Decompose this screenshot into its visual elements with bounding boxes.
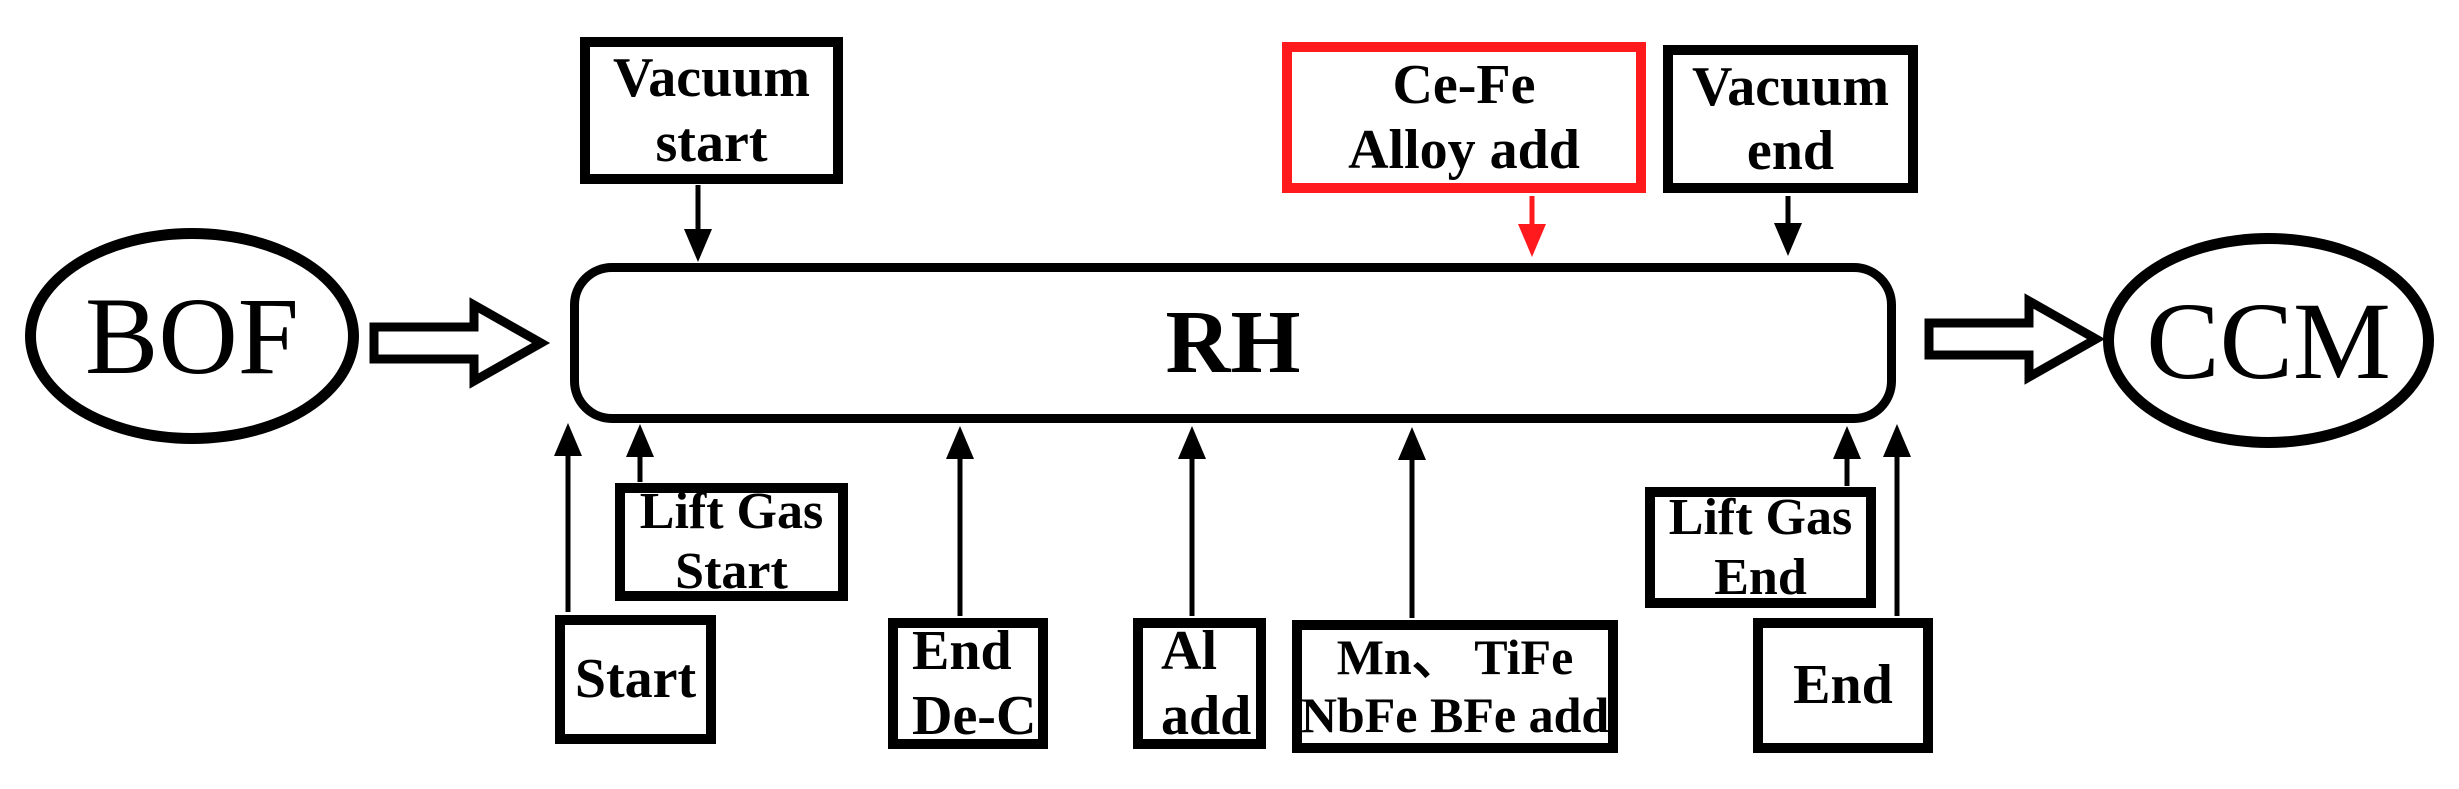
start-line1: Start bbox=[574, 648, 697, 711]
end-line1: End bbox=[1793, 654, 1893, 717]
block-arrow-bof-to-rh-icon bbox=[369, 297, 551, 389]
ce-fe-line1: Ce-Fe bbox=[1392, 54, 1536, 117]
vacuum-end-line1: Vacuum bbox=[1691, 55, 1890, 118]
vacuum-start-line2: start bbox=[655, 111, 768, 174]
annotation-box-end: End bbox=[1753, 618, 1933, 753]
annotation-box-end-de-c: End De-C bbox=[888, 618, 1048, 749]
ccm-node: CCM bbox=[2103, 233, 2434, 448]
arrow-up-lift-gas-start-icon bbox=[626, 424, 654, 482]
rh-process-bar: RH bbox=[570, 263, 1896, 423]
annotation-box-vacuum-start: Vacuum start bbox=[580, 37, 843, 184]
arrow-up-lift-gas-end-icon bbox=[1833, 426, 1861, 486]
end-de-c-line1: End bbox=[912, 620, 1012, 683]
mn-line1: Mn、 TiFe bbox=[1336, 629, 1574, 685]
arrow-up-mn-add-icon bbox=[1398, 427, 1426, 618]
arrow-up-end-icon bbox=[1883, 424, 1911, 616]
arrow-down-ce-fe-red-icon bbox=[1518, 196, 1546, 257]
ce-fe-line2: Alloy add bbox=[1348, 118, 1580, 181]
al-add-line1: Al bbox=[1161, 620, 1217, 683]
annotation-box-ce-fe-alloy-add: Ce-Fe Alloy add bbox=[1282, 42, 1646, 193]
end-de-c-line2: De-C bbox=[912, 684, 1037, 747]
mn-line2: NbFe BFe add bbox=[1300, 686, 1610, 743]
bof-node: BOF bbox=[25, 228, 359, 444]
arrow-up-al-add-icon bbox=[1178, 426, 1206, 616]
bof-label: BOF bbox=[85, 275, 299, 397]
arrow-down-vacuum-start-icon bbox=[684, 185, 712, 262]
annotation-box-mn-tife-nbfe-bfe-add: Mn、 TiFe NbFe BFe add bbox=[1292, 620, 1618, 753]
ccm-label: CCM bbox=[2146, 279, 2391, 402]
arrow-down-vacuum-end-icon bbox=[1774, 196, 1802, 256]
al-add-line2: add bbox=[1161, 684, 1252, 747]
vacuum-start-line1: Vacuum bbox=[612, 47, 811, 110]
arrow-up-start-icon bbox=[554, 423, 582, 612]
rh-label: RH bbox=[1165, 293, 1301, 392]
annotation-box-lift-gas-start: Lift Gas Start bbox=[615, 483, 848, 601]
lift-gas-end-line2: End bbox=[1714, 548, 1807, 606]
block-arrow-rh-to-ccm-icon bbox=[1924, 293, 2106, 385]
annotation-box-lift-gas-end: Lift Gas End bbox=[1645, 487, 1876, 608]
vacuum-end-line2: end bbox=[1746, 120, 1835, 182]
lift-gas-end-line1: Lift Gas bbox=[1668, 488, 1853, 546]
annotation-box-al-add: Al add bbox=[1133, 618, 1266, 749]
annotation-box-start: Start bbox=[555, 615, 716, 744]
lift-gas-start-line1: Lift Gas bbox=[639, 483, 824, 541]
lift-gas-start-line2: Start bbox=[675, 543, 788, 600]
arrow-up-end-de-c-icon bbox=[946, 426, 974, 616]
annotation-box-vacuum-end: Vacuum end bbox=[1663, 45, 1918, 193]
